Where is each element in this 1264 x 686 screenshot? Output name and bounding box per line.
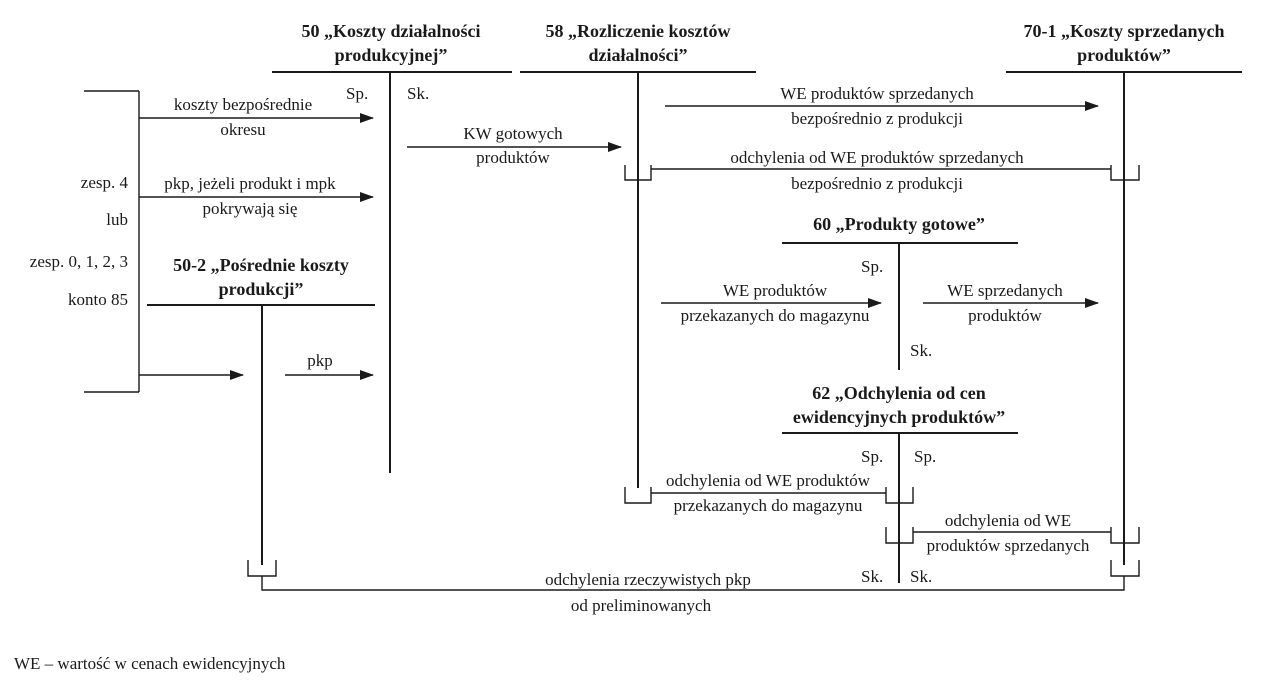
label-odch-pkp-l2: od preliminowanych [571,596,712,615]
bracket-70-lower [1110,527,1140,544]
source-bracket: zesp. 4 lub zesp. 0, 1, 2, 3 konto 85 [30,90,140,393]
label-odch-przekazanych-l2: przekazanych do magazynu [674,496,863,515]
label-we-przekazanych-l1: WE produktów [723,281,828,300]
label-we-sprzedanych-l1: WE sprzedanych [947,281,1063,300]
account-60-debit-label: Sp. [861,257,883,276]
account-60-credit-label: Sk. [910,341,932,360]
account-62-title-line2: ewidencyjnych produktów” [793,407,1005,427]
bracket-62-lower [885,527,914,544]
account-58-title-line2: działalności” [588,45,687,65]
account-50-credit-label: Sk. [407,84,429,103]
account-50-title-line1: 50 „Koszty działalności [302,21,481,41]
connector-odchylenia-pkp [261,576,1125,591]
label-odch-sprzedanych-l1: odchylenia od WE [945,511,1071,530]
bracket-62-upper [885,487,914,504]
bracket-70-upper [1110,165,1140,181]
label-kw-gotowych-l2: produktów [476,148,550,167]
flow-pkp-jezeli: pkp, jeżeli produkt i mpk pokrywają się [139,174,374,218]
label-we-sprzedanych-bezp-l2: bezpośrednio z produkcji [791,109,963,128]
bracket-70-bottom [1110,560,1140,577]
flow-we-przekazanych: WE produktów przekazanych do magazynu [661,281,882,325]
label-we-sprzedanych-l2: produktów [968,306,1042,325]
account-60-title: 60 „Produkty gotowe” [813,214,985,234]
label-odch-pkp-l1: odchylenia rzeczywistych pkp [545,570,751,589]
label-kw-gotowych-l1: KW gotowych [463,124,563,143]
flow-odchylenia-sprzedanych: odchylenia od WE produktów sprzedanych [885,511,1140,555]
account-50: 50 „Koszty działalności produkcyjnej” Sp… [272,21,512,473]
account-50-title-line2: produkcyjnej” [335,45,448,65]
flow-odchylenia-sprzedanych-bezposrednio: odchylenia od WE produktów sprzedanych b… [624,148,1140,193]
bracket-58-upper [624,165,652,181]
account-70-1-title-line2: produktów” [1077,45,1171,65]
account-50-debit-label: Sp. [346,84,368,103]
label-pkp-jezeli-l2: pokrywają się [203,199,298,218]
footnote: WE – wartość w cenach ewidencyjnych [14,654,286,673]
account-50-2-title-line2: produkcji” [219,279,304,299]
flow-we-sprzedanych-bezposrednio: WE produktów sprzedanych bezpośrednio z … [665,84,1099,128]
account-50-2: 50-2 „Pośrednie koszty produkcji” [147,255,375,565]
bracket-58-lower [624,487,652,504]
label-koszty-bezposrednie-l2: okresu [220,120,266,139]
flow-koszty-bezposrednie: koszty bezpośrednie okresu [139,95,374,139]
account-62-debit-label-right: Sp. [914,447,936,466]
account-50-2-title-line1: 50-2 „Pośrednie koszty [173,255,349,275]
label-koszty-bezposrednie-l1: koszty bezpośrednie [174,95,312,114]
label-we-przekazanych-l2: przekazanych do magazynu [681,306,870,325]
account-62: 62 „Odchylenia od cen ewidencyjnych prod… [782,383,1018,586]
flow-odchylenia-przekazanych: odchylenia od WE produktów przekazanych … [624,471,914,515]
account-62-debit-label-left: Sp. [861,447,883,466]
label-we-sprzedanych-bezp-l1: WE produktów sprzedanych [780,84,974,103]
account-62-credit-label-right: Sk. [910,567,932,586]
account-70-1: 70-1 „Koszty sprzedanych produktów” [1006,21,1242,565]
account-62-credit-label-left: Sk. [861,567,883,586]
account-58: 58 „Rozliczenie kosztów działalności” [520,21,756,488]
account-70-1-title-line1: 70-1 „Koszty sprzedanych [1024,21,1225,41]
flow-kw-gotowych: KW gotowych produktów [407,124,622,167]
account-62-title-line1: 62 „Odchylenia od cen [812,383,986,403]
label-odch-sprzedanych-bezp-l2: bezpośrednio z produkcji [791,174,963,193]
source-konto-85: konto 85 [68,290,128,309]
source-zesp-4: zesp. 4 [81,173,129,192]
source-lub: lub [106,210,128,229]
flow-odchylenia-pkp: odchylenia rzeczywistych pkp od prelimin… [247,560,1140,615]
flow-pkp: pkp [139,351,374,380]
label-odch-sprzedanych-l2: produktów sprzedanych [927,536,1090,555]
account-60: 60 „Produkty gotowe” Sp. Sk. [782,214,1018,370]
source-zesp-0123: zesp. 0, 1, 2, 3 [30,252,128,271]
label-pkp-jezeli-l1: pkp, jeżeli produkt i mpk [164,174,336,193]
account-58-title-line1: 58 „Rozliczenie kosztów [546,21,731,41]
flow-we-sprzedanych: WE sprzedanych produktów [923,281,1099,325]
label-pkp: pkp [307,351,333,370]
label-odch-sprzedanych-bezp-l1: odchylenia od WE produktów sprzedanych [730,148,1024,167]
label-odch-przekazanych-l1: odchylenia od WE produktów [666,471,871,490]
